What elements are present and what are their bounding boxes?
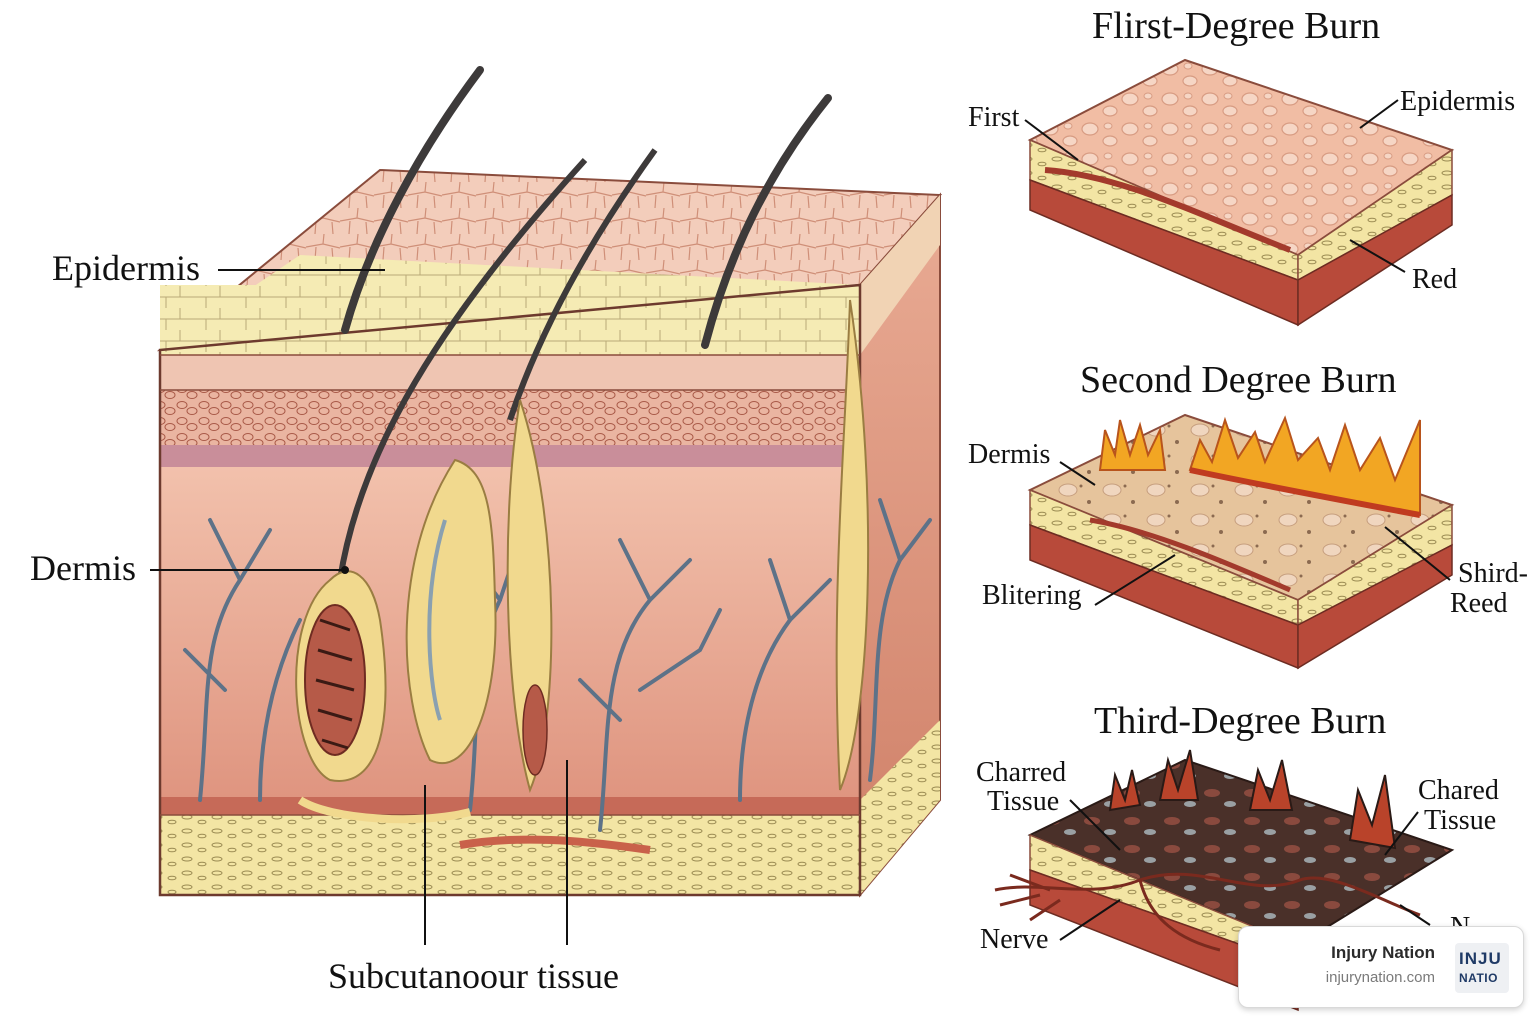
third-label-chared-1: Chared	[1418, 775, 1499, 806]
hair-shaft-1	[341, 66, 484, 334]
third-label-charred-1: Charred	[976, 757, 1066, 788]
first-label-epidermis: Epidermis	[1400, 86, 1515, 117]
sebaceous-gland	[304, 604, 366, 756]
label-subcutaneous-tissue: Subcutanoour tissue	[328, 956, 619, 996]
second-label-blistering: Blitering	[982, 580, 1082, 611]
follicle-4	[835, 299, 870, 791]
nerve-fibers	[994, 872, 1421, 952]
hair-follicles	[295, 66, 870, 854]
third-label-chared-2: Tissue	[1424, 805, 1496, 836]
follicle-2	[405, 458, 497, 764]
first-degree-title: Flirst-Degree Burn	[1092, 5, 1380, 47]
second-degree-burn-panel: Second Degree Burn Dermis Blitering Shir…	[968, 359, 1528, 670]
third-label-nerve: Nerve	[980, 924, 1048, 955]
second-label-shird: Shird-	[1458, 558, 1528, 589]
hair-shaft-3	[337, 157, 588, 581]
third-degree-flames	[1108, 749, 1397, 850]
first-label-first: First	[968, 102, 1020, 133]
watermark-url: injurynation.com	[1325, 969, 1435, 986]
second-label-dermis: Dermis	[968, 439, 1050, 470]
second-degree-title: Second Degree Burn	[1080, 359, 1397, 401]
watermark-badge: Injury Nation injurynation.com INJU NATI…	[1238, 926, 1524, 1008]
hair-shaft-2	[701, 94, 832, 349]
third-degree-burn-panel: Third-Degree Burn Charred Tissue Chared …	[976, 700, 1499, 1012]
main-leader-lines	[150, 269, 568, 945]
hair-shaft-4	[507, 148, 658, 421]
second-degree-flames	[1098, 415, 1421, 517]
third-degree-title: Third-Degree Burn	[1094, 700, 1386, 742]
first-label-red: Red	[1412, 264, 1457, 295]
injury-nation-logo-icon: INJU NATIO	[1455, 943, 1509, 993]
skin-cross-section: Epidermis Dermis Subcutanoour tissue	[30, 66, 943, 996]
label-epidermis: Epidermis	[52, 248, 200, 288]
subcutaneous-fat-layer	[160, 815, 860, 895]
third-label-charred-2: Tissue	[987, 786, 1059, 817]
label-dermis: Dermis	[30, 548, 136, 588]
watermark-name: Injury Nation	[1331, 943, 1435, 962]
second-label-reed: Reed	[1450, 588, 1508, 619]
first-degree-burn-panel: Flirst-Degree Burn First Epidermis Red	[968, 5, 1515, 327]
